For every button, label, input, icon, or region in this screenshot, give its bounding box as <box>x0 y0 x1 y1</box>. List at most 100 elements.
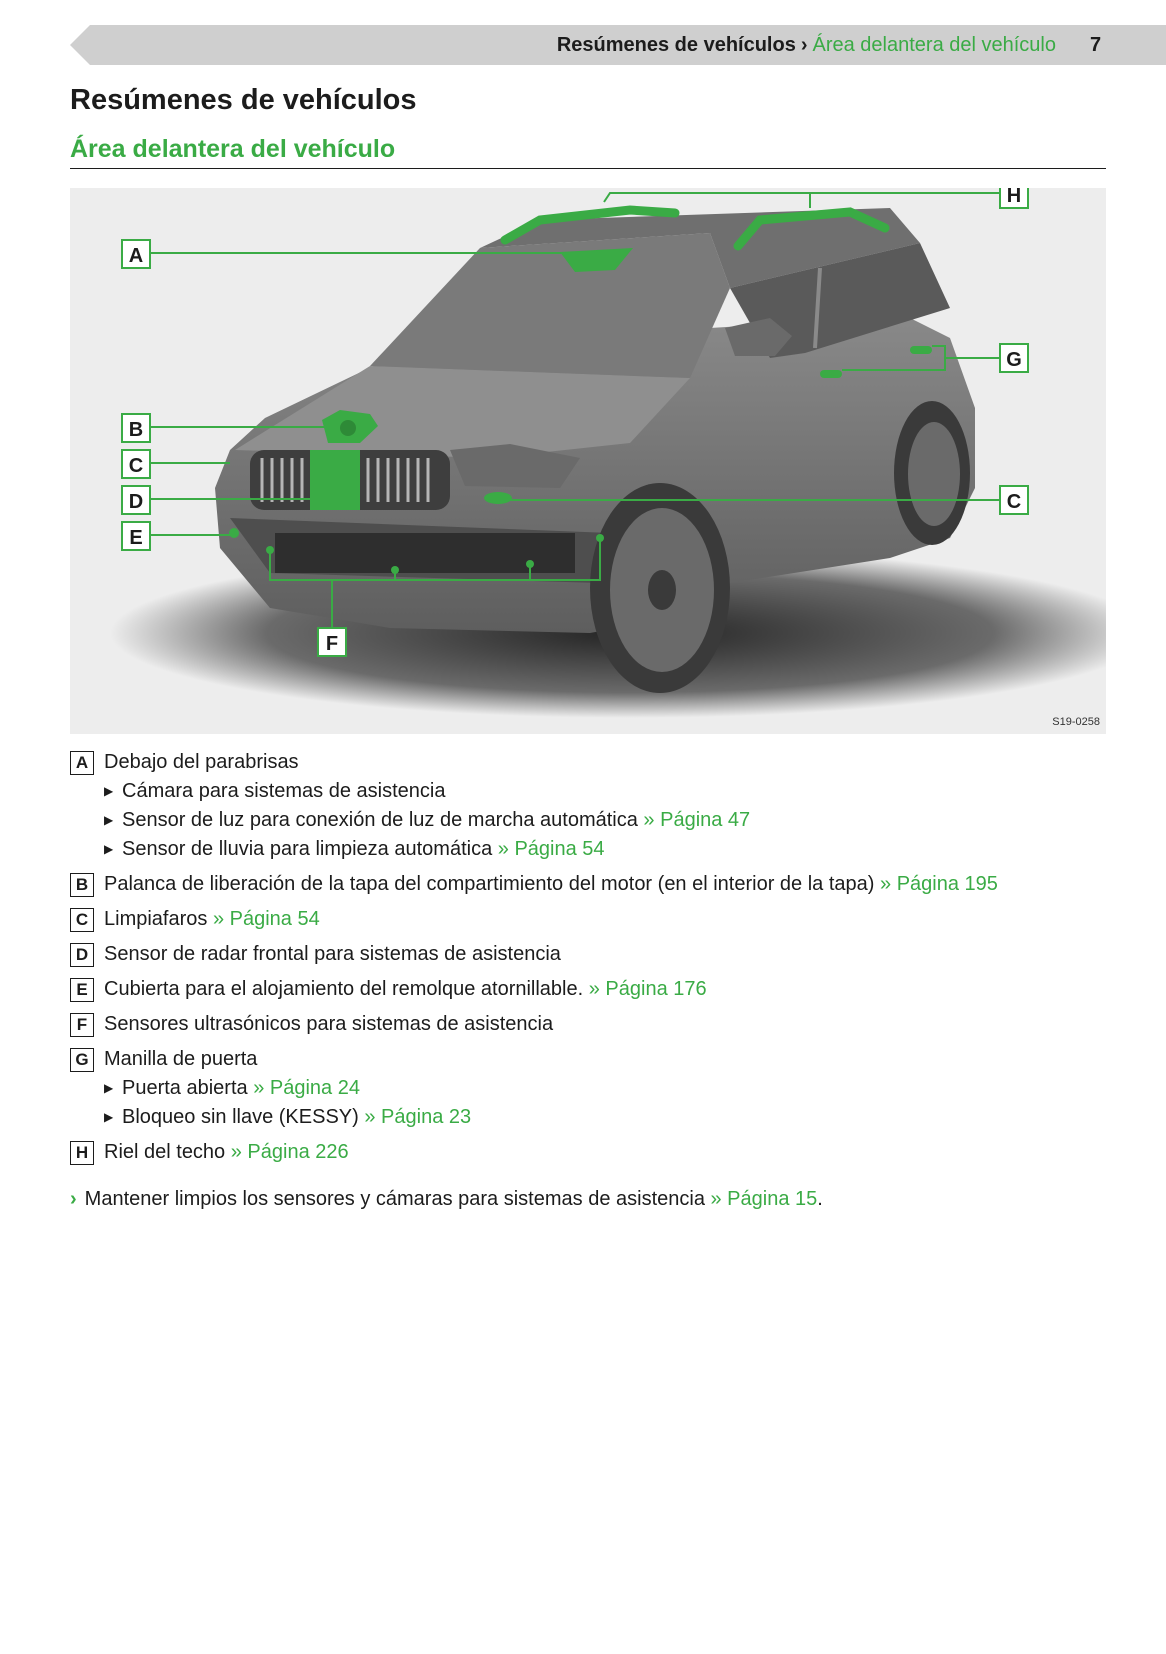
figure-code: S19-0258 <box>1052 716 1100 728</box>
grille-slats <box>260 458 430 502</box>
page-link[interactable]: » Página 24 <box>253 1077 360 1099</box>
page-link[interactable]: » Página 47 <box>643 809 751 831</box>
page-link[interactable]: » Página 15 <box>710 1188 818 1210</box>
tow-cover <box>229 528 239 538</box>
legend-badge: F <box>70 1013 94 1037</box>
headlamp-washer <box>484 492 512 504</box>
callout-C-left-label: C <box>129 455 143 477</box>
callout-E: E <box>121 521 151 551</box>
section-title: Área delantera del vehículo <box>70 135 396 163</box>
page-link[interactable]: » Página 195 <box>880 873 998 895</box>
callout-F-label: F <box>326 633 338 655</box>
legend-text: Cubierta para el alojamiento del remolqu… <box>104 978 584 1000</box>
triangle-bullet-icon: ▶ <box>104 1081 114 1095</box>
legend-subitem: ▶ Cámara para sistemas de asistencia <box>104 777 1110 806</box>
callout-D: D <box>121 485 151 515</box>
door-handle-rear <box>910 346 932 354</box>
rear-wheel <box>894 401 970 545</box>
callout-G-label: G <box>1006 349 1022 371</box>
triangle-bullet-icon: ▶ <box>104 842 114 856</box>
legend-text: Sensores ultrasónicos para sistemas de a… <box>104 1013 554 1035</box>
side-window-divider <box>813 267 822 349</box>
subitem-text: Sensor de luz para conexión de luz de ma… <box>122 809 638 831</box>
callout-H: H <box>999 188 1029 209</box>
triangle-bullet-icon: ▶ <box>104 1110 114 1124</box>
page-link[interactable]: » Página 23 <box>364 1106 472 1128</box>
side-mirror <box>725 318 792 356</box>
side-windows <box>730 243 950 358</box>
callout-A: A <box>121 239 151 269</box>
legend-item-A: A Debajo del parabrisas ▶ Cámara para sis… <box>70 748 1110 864</box>
legend-item-G: G Manilla de puerta ▶Puerta abierta » Pá… <box>70 1045 1110 1132</box>
title-rule <box>70 168 1106 169</box>
page-link[interactable]: » Página 54 <box>212 908 320 930</box>
page-link[interactable]: » Página 226 <box>230 1141 349 1163</box>
running-header-section: Resúmenes de vehículos <box>556 34 796 56</box>
callout-C-right-label: C <box>1007 491 1021 513</box>
vehicle-front-figure: A B C D E F G H <box>70 188 1106 734</box>
callout-H-label: H <box>1007 188 1021 207</box>
logo-emblem <box>340 420 356 436</box>
legend-text: Sensor de radar frontal para sistemas de… <box>104 943 561 965</box>
legend-subitem: ▶ Bloqueo sin llave (KESSY) » Página 23 <box>104 1103 1110 1132</box>
legend-list: A Debajo del parabrisas ▶ Cámara para sis… <box>70 748 1110 1173</box>
callout-leaders <box>150 192 1000 628</box>
page-link[interactable]: » Página 176 <box>588 978 707 1000</box>
running-header-band <box>70 25 1166 65</box>
legend-item-E: E Cubierta para el alojamiento del remol… <box>70 975 1110 1004</box>
legend-item-B: B Palanca de liberación de la tapa del c… <box>70 870 1110 899</box>
running-header: Resúmenes de vehículos›Área delantera de… <box>557 32 1056 58</box>
legend-badge: D <box>70 943 94 967</box>
roof-rail-left <box>500 205 680 245</box>
callout-C-left: C <box>121 449 151 479</box>
front-wheel <box>590 483 730 693</box>
legend-badge: B <box>70 873 94 897</box>
legend-badge: A <box>70 751 94 775</box>
legend-badge: C <box>70 908 94 932</box>
roof-rail-right <box>733 207 890 251</box>
callout-B: B <box>121 413 151 443</box>
callout-F: F <box>317 627 347 657</box>
legend-text: Debajo del parabrisas <box>104 751 299 773</box>
legend-subitem: ▶ Sensor de luz para conexión de luz de m… <box>104 806 1110 835</box>
legend-badge: E <box>70 978 94 1002</box>
running-header-subsection: Área delantera del vehículo <box>812 34 1057 56</box>
roof <box>480 208 920 288</box>
note-text: Mantener limpios los sensores y cámaras … <box>84 1188 705 1210</box>
callout-G: G <box>999 343 1029 373</box>
subitem-text: Bloqueo sin llave (KESSY) <box>122 1106 359 1128</box>
callout-B-label: B <box>129 419 143 441</box>
running-header-separator: › <box>800 34 808 56</box>
page-title: Resúmenes de vehículos <box>70 84 417 116</box>
subitem-text: Sensor de lluvia para limpieza automátic… <box>122 838 493 860</box>
callout-E-label: E <box>129 527 142 549</box>
legend-subitem: ▶ Puerta abierta » Página 24 <box>104 1074 1110 1103</box>
lower-grille <box>275 533 575 573</box>
cross-reference-note: › Mantener limpios los sensores y cámaras… <box>70 1185 823 1213</box>
legend-item-C: C Limpiafaros » Página 54 <box>70 905 1110 934</box>
legend-badge: G <box>70 1048 94 1072</box>
legend-item-D: D Sensor de radar frontal para sistemas … <box>70 940 1110 969</box>
legend-item-H: H Riel del techo » Página 226 <box>70 1138 1110 1167</box>
legend-item-F: F Sensores ultrasónicos para sistemas de… <box>70 1010 1110 1039</box>
radar-sensor <box>310 450 360 510</box>
legend-text: Riel del techo <box>104 1141 226 1163</box>
page-link[interactable]: » Página 54 <box>497 838 605 860</box>
legend-subitem: ▶ Sensor de lluvia para limpieza automáti… <box>104 835 1110 864</box>
door-handle-front <box>820 370 842 378</box>
callout-A-label: A <box>129 245 143 267</box>
note-end: . <box>817 1188 823 1210</box>
callout-C-right: C <box>999 485 1029 515</box>
triangle-bullet-icon: ▶ <box>104 813 114 827</box>
legend-badge: H <box>70 1141 94 1165</box>
windshield <box>370 233 730 378</box>
headlight <box>450 444 580 488</box>
triangle-bullet-icon: ▶ <box>104 784 114 798</box>
legend-text: Limpiafaros <box>104 908 208 930</box>
subitem-text: Cámara para sistemas de asistencia <box>122 780 446 802</box>
vehicle-illustration: A B C D E F G H <box>110 188 1106 718</box>
page-number: 7 <box>1090 34 1102 56</box>
legend-text: Palanca de liberación de la tapa del com… <box>104 873 875 895</box>
subitem-text: Puerta abierta <box>122 1077 248 1099</box>
chevron-right-icon: › <box>70 1188 77 1210</box>
